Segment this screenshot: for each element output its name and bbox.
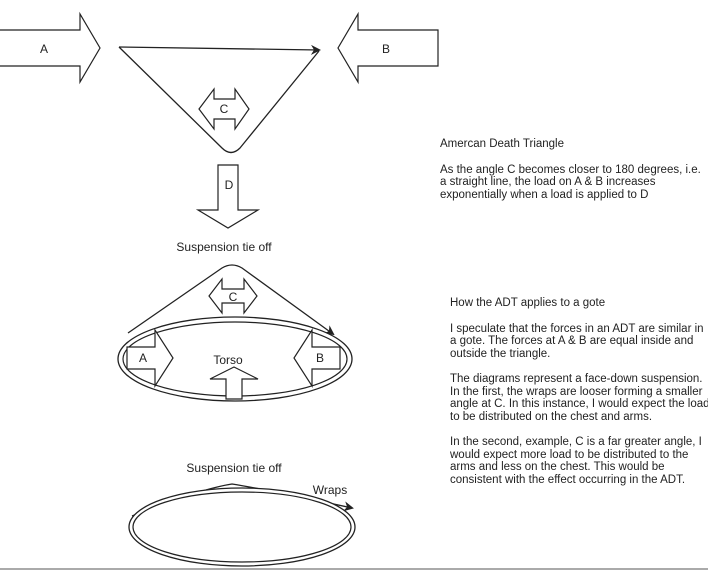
gote-title: How the ADT applies to a gote	[450, 297, 606, 309]
force-arrow-a	[0, 11, 101, 85]
label-suspension-tie-off-1: Suspension tie off	[176, 240, 272, 254]
gote-inner-wrap-2	[132, 491, 352, 563]
label-c-top: C	[220, 102, 229, 116]
load-arrow-d	[195, 164, 261, 229]
label-torso: Torso	[213, 353, 243, 367]
label-c-mid: C	[229, 290, 238, 304]
label-a-top: A	[40, 42, 48, 56]
force-arrow-b-mid	[293, 327, 341, 389]
rope-top-line	[118, 44, 321, 55]
label-wraps: Wraps	[313, 483, 347, 497]
gote-outer-wrap-1	[117, 316, 353, 402]
gote-paragraph-1: I speculate that the forces in an ADT ar…	[450, 322, 704, 360]
tie-off-rope-1	[127, 264, 335, 336]
rope-triangle	[118, 46, 320, 154]
label-a-mid: A	[139, 351, 147, 365]
gote-paragraph-2: The diagrams represent a face-down suspe…	[450, 373, 708, 423]
torso-arrow	[209, 366, 259, 400]
gote-explanation: How the ADT applies to a gote I speculat…	[450, 297, 708, 499]
adt-title: Amercan Death Triangle	[440, 138, 565, 150]
label-b-mid: B	[316, 351, 324, 365]
gote-paragraph-3: In the second, example, C is a far great…	[450, 436, 702, 486]
force-arrow-b	[337, 11, 439, 85]
angle-c-marker-mid	[208, 277, 258, 315]
adt-body: As the angle C becomes closer to 180 deg…	[440, 163, 701, 201]
adt-explanation: Amercan Death Triangle As the angle C be…	[440, 138, 708, 214]
label-d-top: D	[225, 178, 234, 192]
gote-outer-wrap-2	[128, 487, 356, 567]
label-b-top: B	[382, 42, 390, 56]
force-arrow-a-mid	[126, 327, 174, 389]
label-suspension-tie-off-2: Suspension tie off	[186, 461, 282, 475]
angle-c-marker-top	[198, 87, 250, 131]
